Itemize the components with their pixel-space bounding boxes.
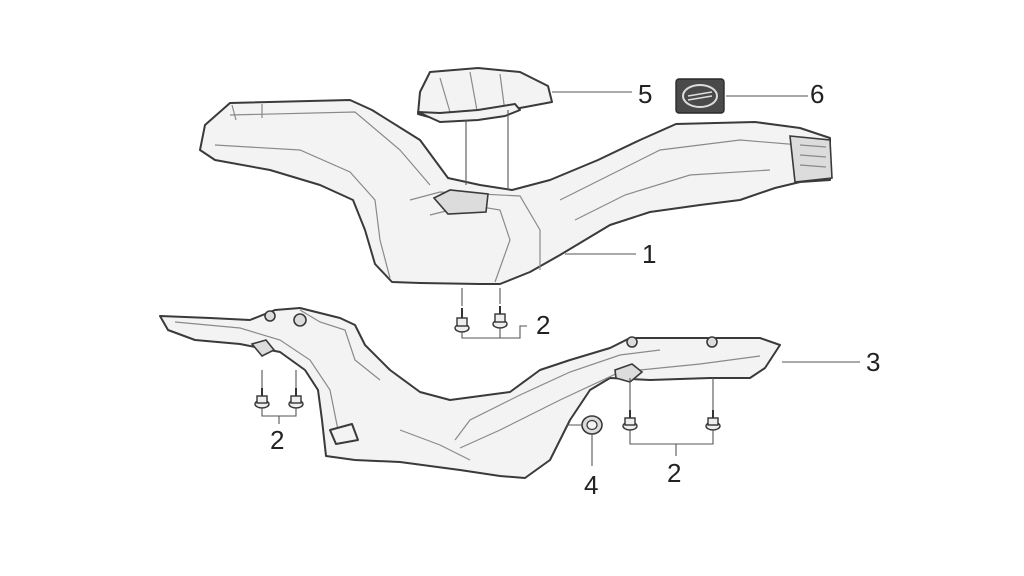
screw-icon — [454, 308, 470, 333]
screw-icon — [705, 410, 721, 431]
upper-cover-body — [199, 99, 831, 285]
lower-handlebar-cover — [159, 307, 781, 479]
screw-group-left — [254, 388, 304, 409]
callout-number-6: 6 — [810, 79, 824, 109]
screw-icon — [622, 410, 638, 431]
upper-handlebar-cover — [199, 99, 833, 285]
screw-group-center — [454, 306, 508, 333]
callout-number-4: 4 — [584, 470, 598, 500]
rubber-grommet — [581, 415, 603, 435]
brand-emblem — [675, 78, 725, 114]
lower-cover-body — [159, 307, 781, 479]
screw-icon — [492, 306, 508, 329]
callout-number-1: 1 — [642, 239, 656, 269]
callout-number-2-right: 2 — [667, 458, 681, 488]
leader-lines — [261, 91, 860, 466]
instrument-cap — [417, 67, 553, 123]
callout-number-2-center: 2 — [536, 310, 550, 340]
callout-number-3: 3 — [866, 347, 880, 377]
screw-icon — [288, 388, 304, 409]
screw-icon — [254, 388, 270, 409]
callout-number-5: 5 — [638, 79, 652, 109]
callout-number-2-left: 2 — [270, 425, 284, 455]
screw-group-right — [622, 410, 721, 431]
